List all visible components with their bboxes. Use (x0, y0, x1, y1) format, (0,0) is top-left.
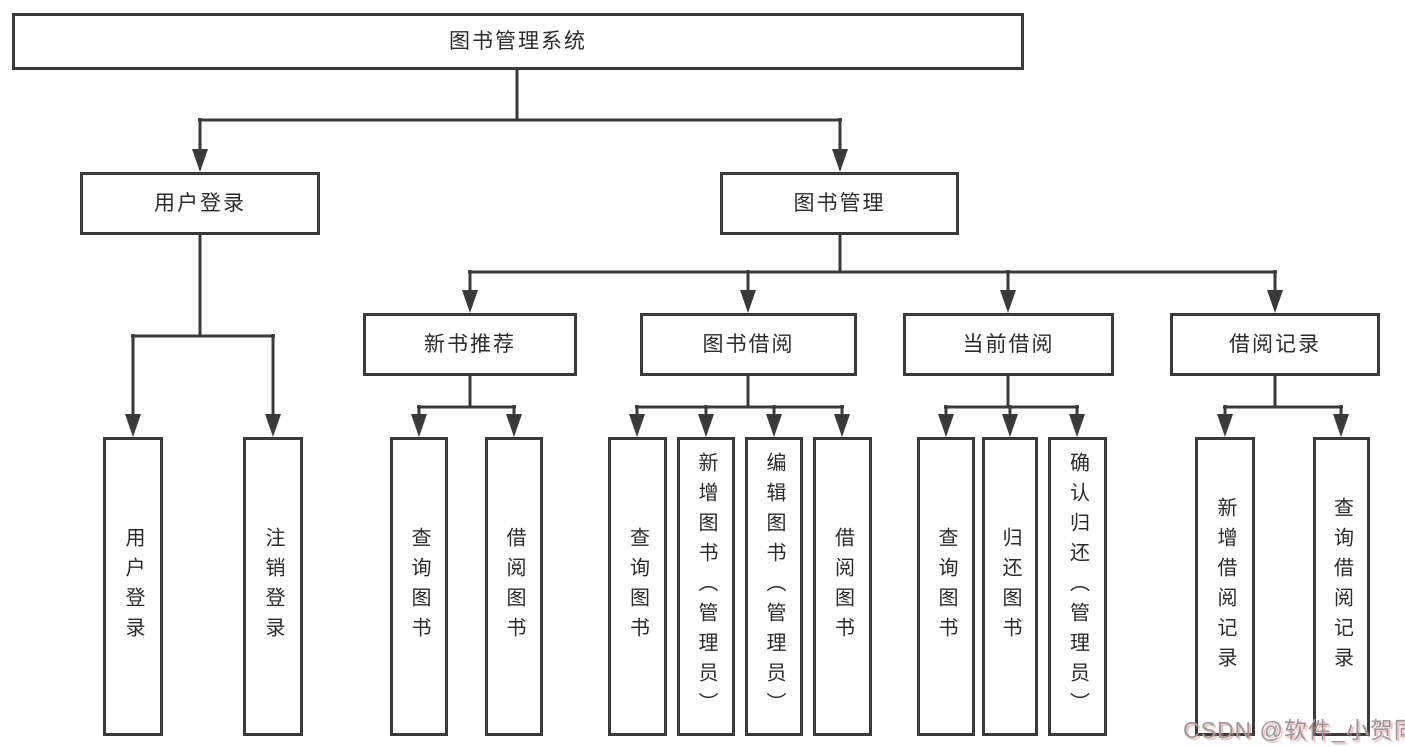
tree-edges (131, 70, 1343, 421)
node-user-login: 用户登录 (80, 172, 320, 235)
leaf-user-login: 用户登录 (103, 437, 163, 736)
node-book-management: 图书管理 (720, 172, 959, 235)
leaf-borrow-borrow-books: 借阅图书 (813, 437, 872, 736)
leaf-borrow-edit-books-admin: 编辑图书（管理员） (745, 437, 803, 736)
node-borrow-records: 借阅记录 (1170, 313, 1380, 376)
node-current-borrow: 当前借阅 (903, 313, 1114, 376)
leaf-records-query-record: 查询借阅记录 (1313, 437, 1370, 736)
leaf-borrow-add-books-admin: 新增图书（管理员） (677, 437, 735, 736)
node-new-book-recommend: 新书推荐 (363, 313, 577, 376)
node-book-borrow: 图书借阅 (640, 313, 857, 376)
leaf-borrow-query-books: 查询图书 (608, 437, 667, 736)
node-root: 图书管理系统 (12, 13, 1024, 70)
arrowhead-icons (125, 149, 1349, 437)
csdn-watermark: CSDN @软件_小贺同学 (1183, 717, 1405, 743)
leaf-current-return-books: 归还图书 (982, 437, 1038, 736)
leaf-current-confirm-return-admin: 确认归还（管理员） (1048, 437, 1107, 736)
leaf-newbook-query-books: 查询图书 (390, 437, 448, 736)
leaf-current-query-books: 查询图书 (917, 437, 975, 736)
leaf-records-add-record: 新增借阅记录 (1195, 437, 1255, 736)
leaf-logout: 注销登录 (243, 437, 303, 736)
leaf-newbook-borrow-books: 借阅图书 (485, 437, 543, 736)
